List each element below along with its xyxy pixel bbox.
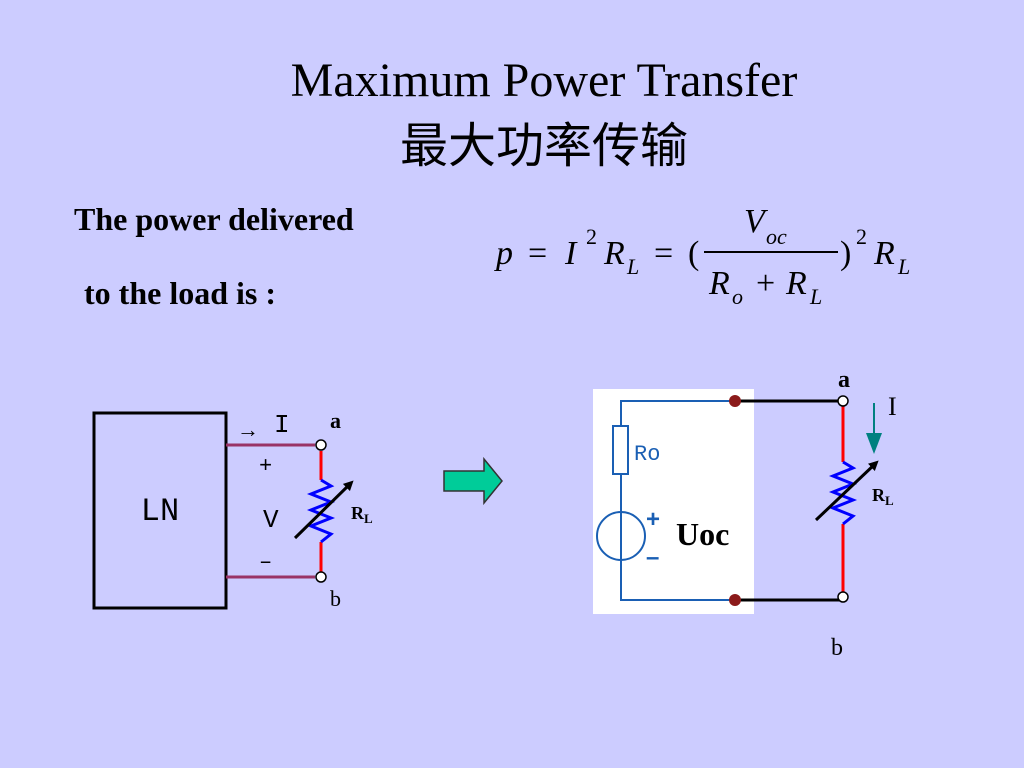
formula-RL-subscript: L <box>897 254 910 279</box>
linear-network-label: LN <box>141 493 179 530</box>
source-voltage-label: Uoc <box>676 516 729 552</box>
source-plus-sign: + <box>646 506 660 533</box>
left-terminal-b-label: b <box>330 586 341 611</box>
left-current-label: I <box>274 410 290 440</box>
thevenin-equivalent-panel <box>593 389 754 614</box>
thevenin-top-wire <box>620 400 735 426</box>
formula-denominator-plus: + <box>756 265 775 302</box>
left-voltage-minus: – <box>259 550 272 575</box>
left-voltage-plus: + <box>259 454 272 479</box>
right-terminal-b <box>837 591 849 603</box>
right-variable-arrow <box>814 460 879 522</box>
right-terminal-b-label: b <box>831 635 843 661</box>
right-load-resistor <box>828 460 858 526</box>
formula-denominator-sub2: L <box>809 284 822 309</box>
linear-network-box <box>92 411 228 610</box>
thevenin-bottom-wire <box>620 560 735 601</box>
right-load-label: RL <box>872 485 894 508</box>
right-current-label: I <box>888 392 897 421</box>
intro-text-line2: to the load is : <box>84 275 276 311</box>
formula-R-subscript: L <box>626 254 639 279</box>
formula-equals-2: = <box>654 235 673 272</box>
formula-numerator-subscript: oc <box>766 224 787 249</box>
formula-equals-1: = <box>528 235 547 272</box>
formula-I-exponent: 2 <box>586 224 597 249</box>
left-terminal-a-label: a <box>330 408 341 433</box>
transform-arrow-icon <box>443 456 503 506</box>
thevenin-resistor-Ro <box>612 425 629 475</box>
node-dot-bottom <box>729 594 741 606</box>
formula-paren-close: ) <box>840 235 851 272</box>
formula-R: R <box>603 235 625 272</box>
formula-denominator-R1: R <box>708 265 730 302</box>
formula-paren-exponent: 2 <box>856 224 867 249</box>
slide-subtitle: 最大功率传输 <box>399 118 688 174</box>
power-formula: p = I 2 R L = ( V oc R o + R L ) 2 R L <box>494 203 910 309</box>
slide-title: Maximum Power Transfer <box>290 54 798 107</box>
thevenin-resistor-label: Ro <box>634 442 660 467</box>
formula-denominator-sub1: o <box>732 284 743 309</box>
right-current-arrow-icon <box>866 433 882 454</box>
formula-RL: R <box>873 235 895 272</box>
formula-paren-open: ( <box>688 235 699 272</box>
node-dot-top <box>729 395 741 407</box>
intro-text-line1: The power delivered <box>74 201 354 237</box>
left-load-resistor <box>306 478 336 544</box>
left-variable-arrow <box>293 480 354 540</box>
left-voltage-label: V <box>263 505 279 535</box>
left-terminal-b <box>315 571 327 583</box>
formula-p: p <box>494 235 513 272</box>
right-terminal-a-label: a <box>838 367 850 393</box>
right-circuit: Ro + – Uoc a I RL b <box>593 367 897 661</box>
left-circuit: LN → I + V – a b RL <box>92 408 373 611</box>
source-minus-sign: – <box>646 544 659 571</box>
formula-denominator-R2: R <box>785 265 807 302</box>
left-terminal-a <box>315 439 327 451</box>
formula-I: I <box>564 235 578 272</box>
left-load-label: RL <box>351 503 373 526</box>
right-terminal-a <box>837 395 849 407</box>
left-current-arrow: → <box>237 417 259 442</box>
